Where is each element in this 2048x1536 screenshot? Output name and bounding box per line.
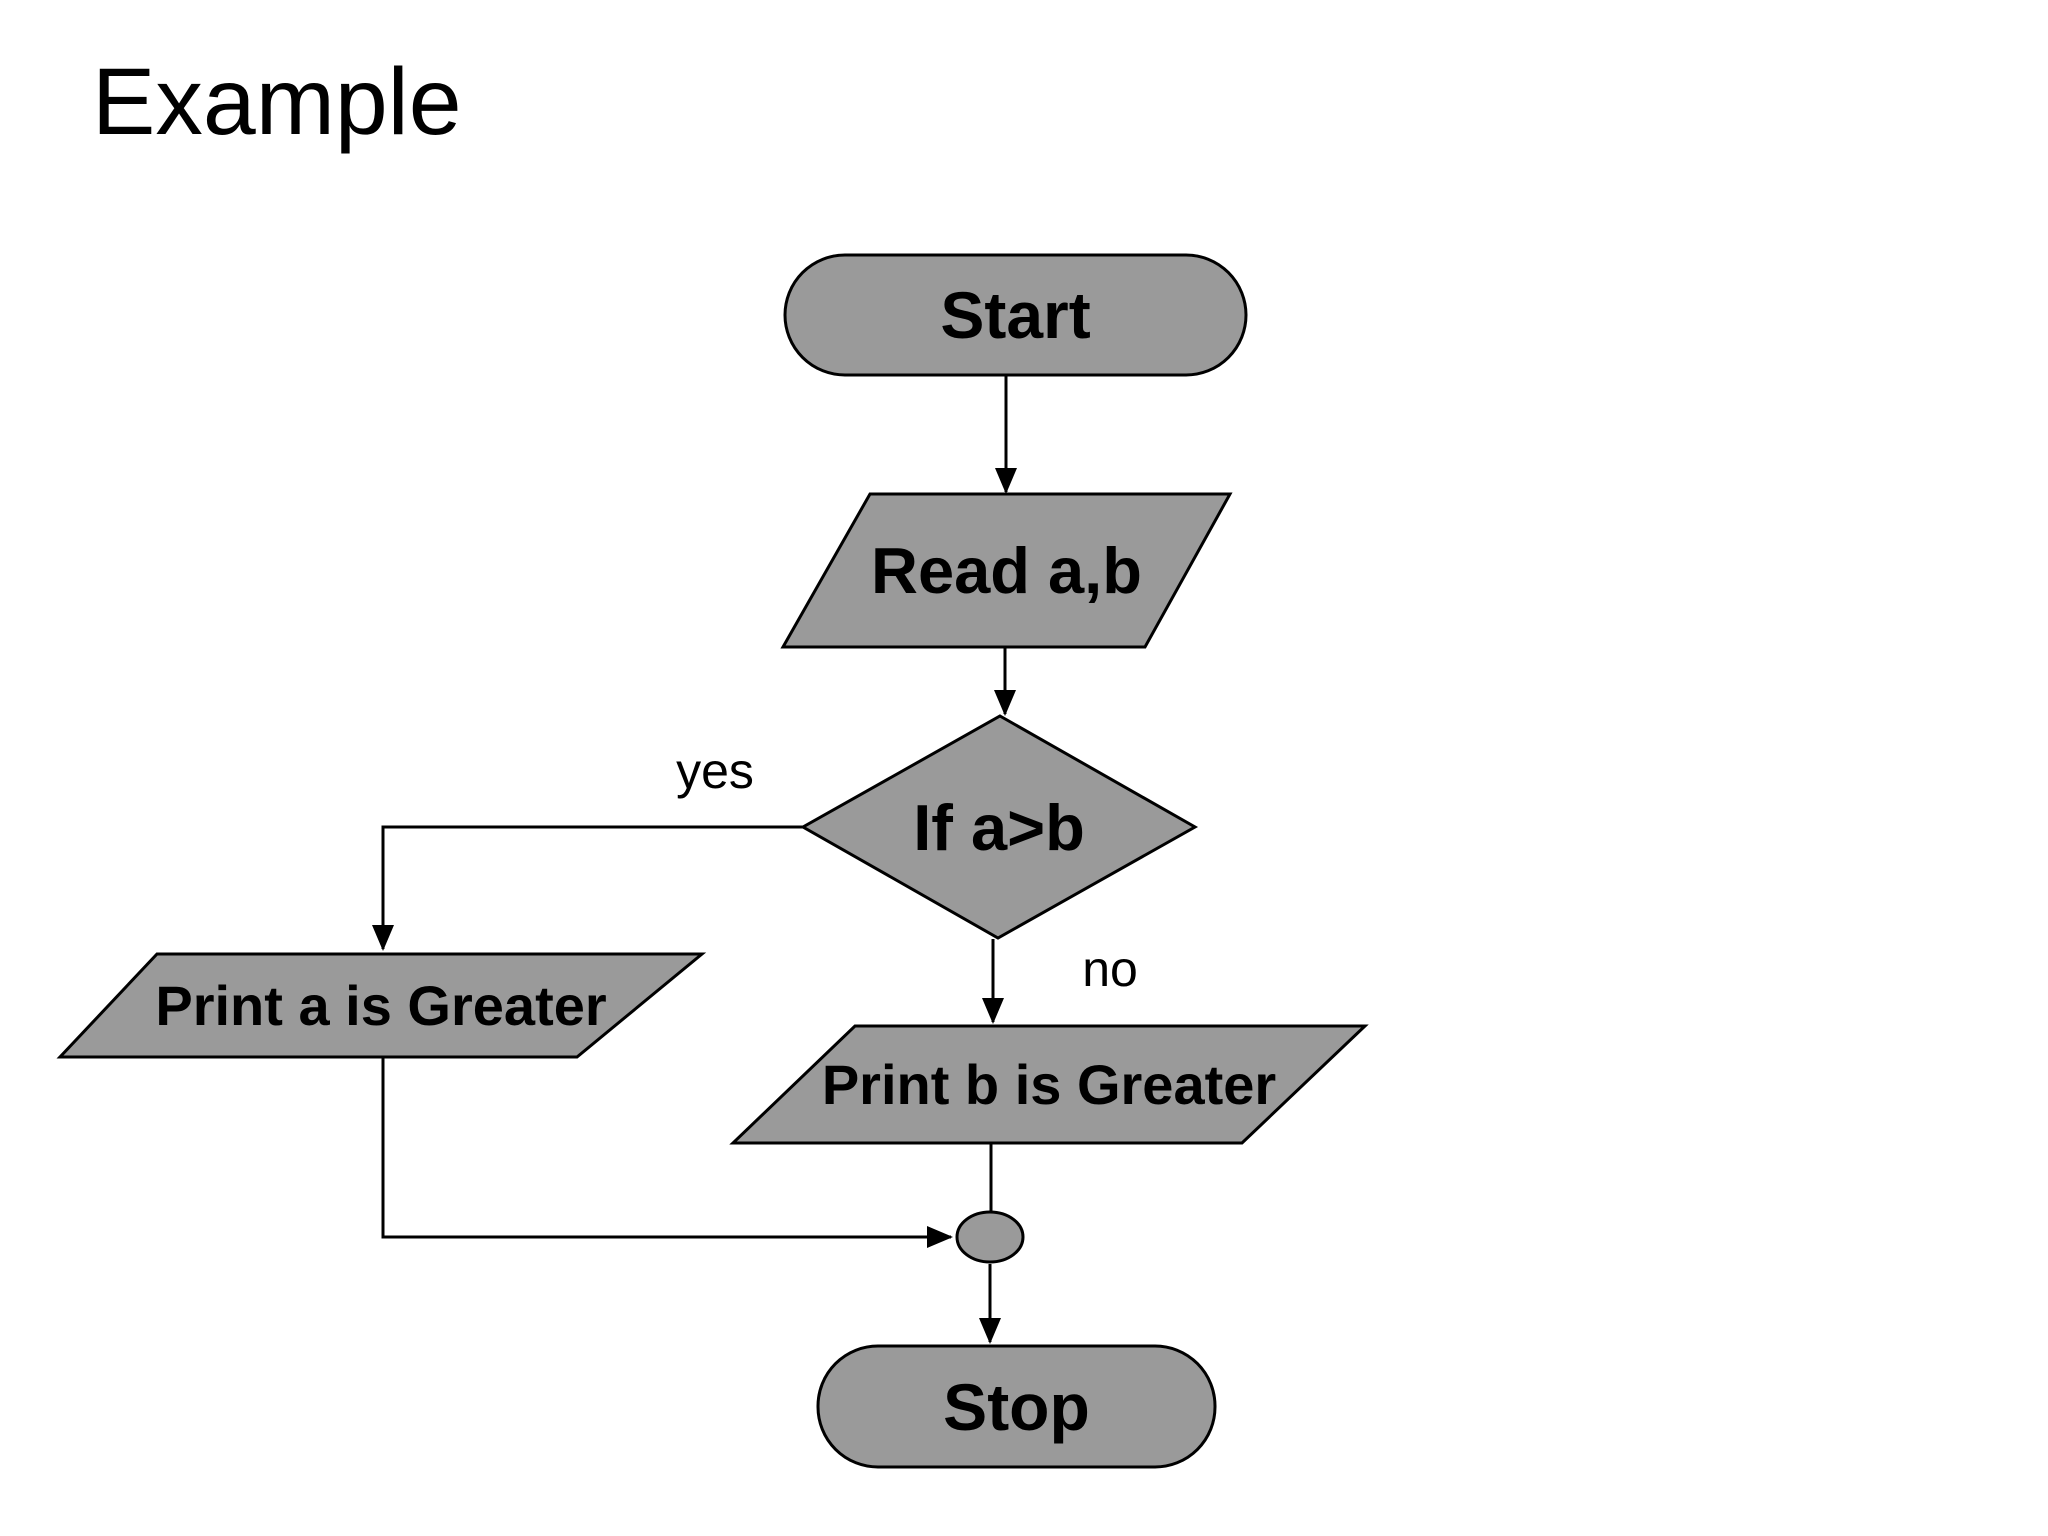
decision-node-shape — [799, 714, 1199, 940]
edge-print-a-to-junction — [381, 1057, 953, 1248]
junction-connector-shape — [955, 1210, 1025, 1264]
page-title: Example — [92, 49, 462, 155]
stop-node-shape — [816, 1344, 1217, 1469]
start-node-shape — [783, 253, 1248, 377]
print-a-node-shape — [56, 952, 707, 1059]
print-b-node-shape — [729, 1024, 1369, 1145]
read-node-shape — [780, 492, 1233, 649]
edge-decision-yes-to-print-a — [372, 825, 803, 951]
